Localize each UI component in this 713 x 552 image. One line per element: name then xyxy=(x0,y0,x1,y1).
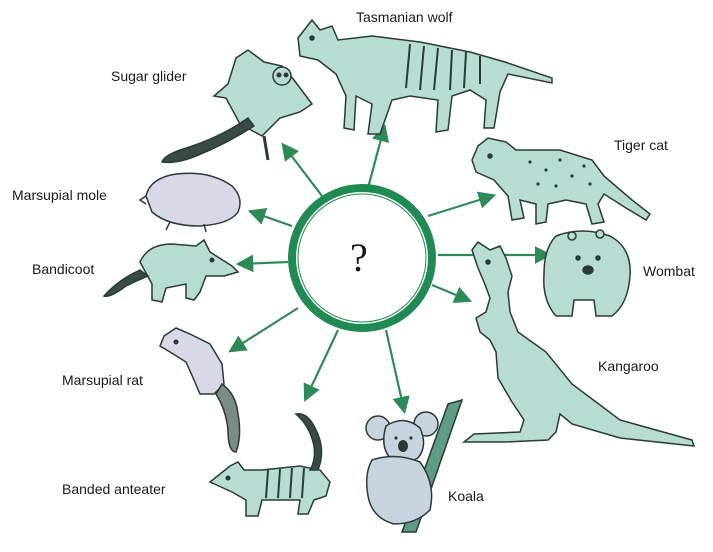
label-marsupial-mole: Marsupial mole xyxy=(12,187,107,203)
arrow-to-banded-anteater xyxy=(306,330,338,398)
label-tiger-cat: Tiger cat xyxy=(614,137,668,153)
arrow-to-tasmanian-wolf xyxy=(368,128,384,188)
sugar-glider-illustration xyxy=(162,50,312,162)
label-marsupial-rat: Marsupial rat xyxy=(62,372,143,388)
arrow-to-marsupial-mole xyxy=(252,212,292,226)
tasmanian-wolf-illustration xyxy=(298,20,552,134)
marsupial-rat-illustration xyxy=(160,328,240,452)
arrow-to-koala xyxy=(386,330,404,410)
arrow-to-marsupial-rat xyxy=(232,308,298,350)
center-question-mark: ? xyxy=(350,234,368,281)
bandicoot-illustration xyxy=(104,240,238,302)
arrow-to-bandicoot xyxy=(240,262,288,264)
wombat-illustration xyxy=(544,230,630,316)
arrow-to-kangaroo xyxy=(432,285,468,300)
koala-illustration xyxy=(366,400,462,532)
label-tasmanian-wolf: Tasmanian wolf xyxy=(356,9,453,25)
marsupial-mole-illustration xyxy=(140,173,240,232)
label-bandicoot: Bandicoot xyxy=(32,261,94,277)
label-koala: Koala xyxy=(448,488,484,504)
arrow-to-tiger-cat xyxy=(428,196,492,216)
label-kangaroo: Kangaroo xyxy=(598,358,659,374)
label-wombat: Wombat xyxy=(643,263,695,279)
label-sugar-glider: Sugar glider xyxy=(111,68,187,84)
arrow-to-sugar-glider xyxy=(284,146,322,196)
label-banded-anteater: Banded anteater xyxy=(62,481,166,497)
